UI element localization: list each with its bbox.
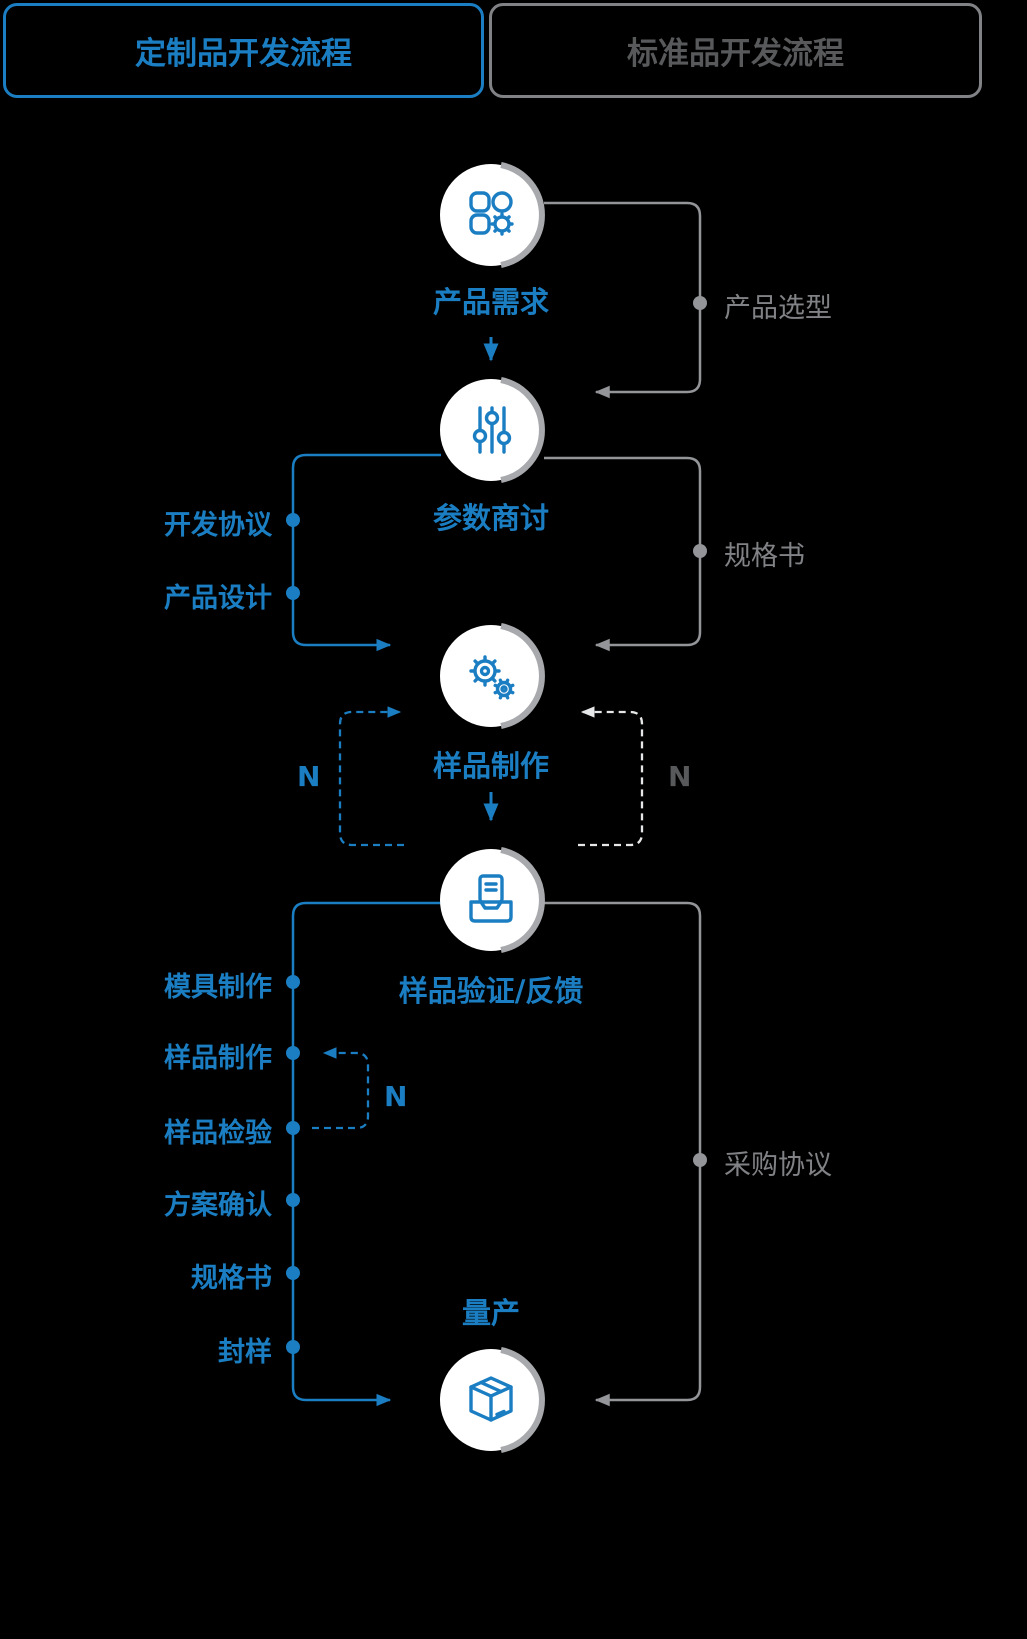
custom-step-plan-confirmation: 方案确认: [164, 1190, 272, 1221]
loop-n-custom-sample: N: [297, 760, 321, 793]
standard-connector-purchase: [544, 901, 702, 1407]
standard-connector-spec: [544, 456, 702, 652]
sliders-icon: [440, 377, 545, 483]
clover-gear-icon: [440, 162, 545, 268]
document-tray-icon: [440, 847, 545, 953]
standard-label-specification: 规格书: [724, 541, 805, 572]
node-label-sample-production: 样品制作: [432, 749, 549, 783]
custom-step-product-design: 产品设计: [164, 583, 272, 614]
node-label-mass-production: 量产: [461, 1296, 520, 1330]
loop-n-inspection: N: [384, 1080, 408, 1113]
node-sample-verification: [434, 843, 548, 957]
standard-flow-connectors: [544, 201, 702, 1407]
node-sample-production: [434, 619, 548, 733]
standard-label-purchase-agreement: 采购协议: [724, 1150, 832, 1181]
node-product-requirement: [434, 158, 548, 272]
custom-connector-lower: [291, 901, 441, 1407]
package-box-icon: [440, 1347, 545, 1453]
custom-bullet-dots: [286, 513, 300, 1354]
custom-step-sample-production: 样品制作: [164, 1043, 272, 1074]
custom-connector-upper: [291, 453, 441, 652]
inspection-loop: [312, 1047, 370, 1130]
node-parameter-discussion: [434, 373, 548, 487]
custom-step-specification: 规格书: [191, 1263, 272, 1294]
sample-loop-custom: [338, 706, 404, 847]
header-standard-process: 标准品开发流程: [489, 3, 982, 98]
node-label-product-requirement: 产品需求: [432, 285, 549, 319]
custom-step-development-agreement: 开发协议: [164, 510, 272, 541]
custom-flow-connectors: [291, 453, 441, 1407]
header-custom-process: 定制品开发流程: [3, 3, 484, 98]
standard-bullet-dots: [693, 296, 707, 1167]
standard-label-product-selection: 产品选型: [724, 293, 832, 324]
custom-step-mold-making: 模具制作: [164, 972, 272, 1003]
node-label-sample-verification: 样品验证/反馈: [398, 974, 584, 1008]
custom-step-sample-inspection: 样品检验: [164, 1118, 272, 1149]
node-label-parameter-discussion: 参数商讨: [432, 501, 549, 535]
node-mass-production: [434, 1343, 548, 1457]
sample-loop-standard: [578, 706, 644, 847]
custom-step-sealed-sample: 封样: [218, 1337, 272, 1368]
loop-n-standard-sample: N: [668, 760, 692, 793]
gears-icon: [440, 623, 545, 729]
